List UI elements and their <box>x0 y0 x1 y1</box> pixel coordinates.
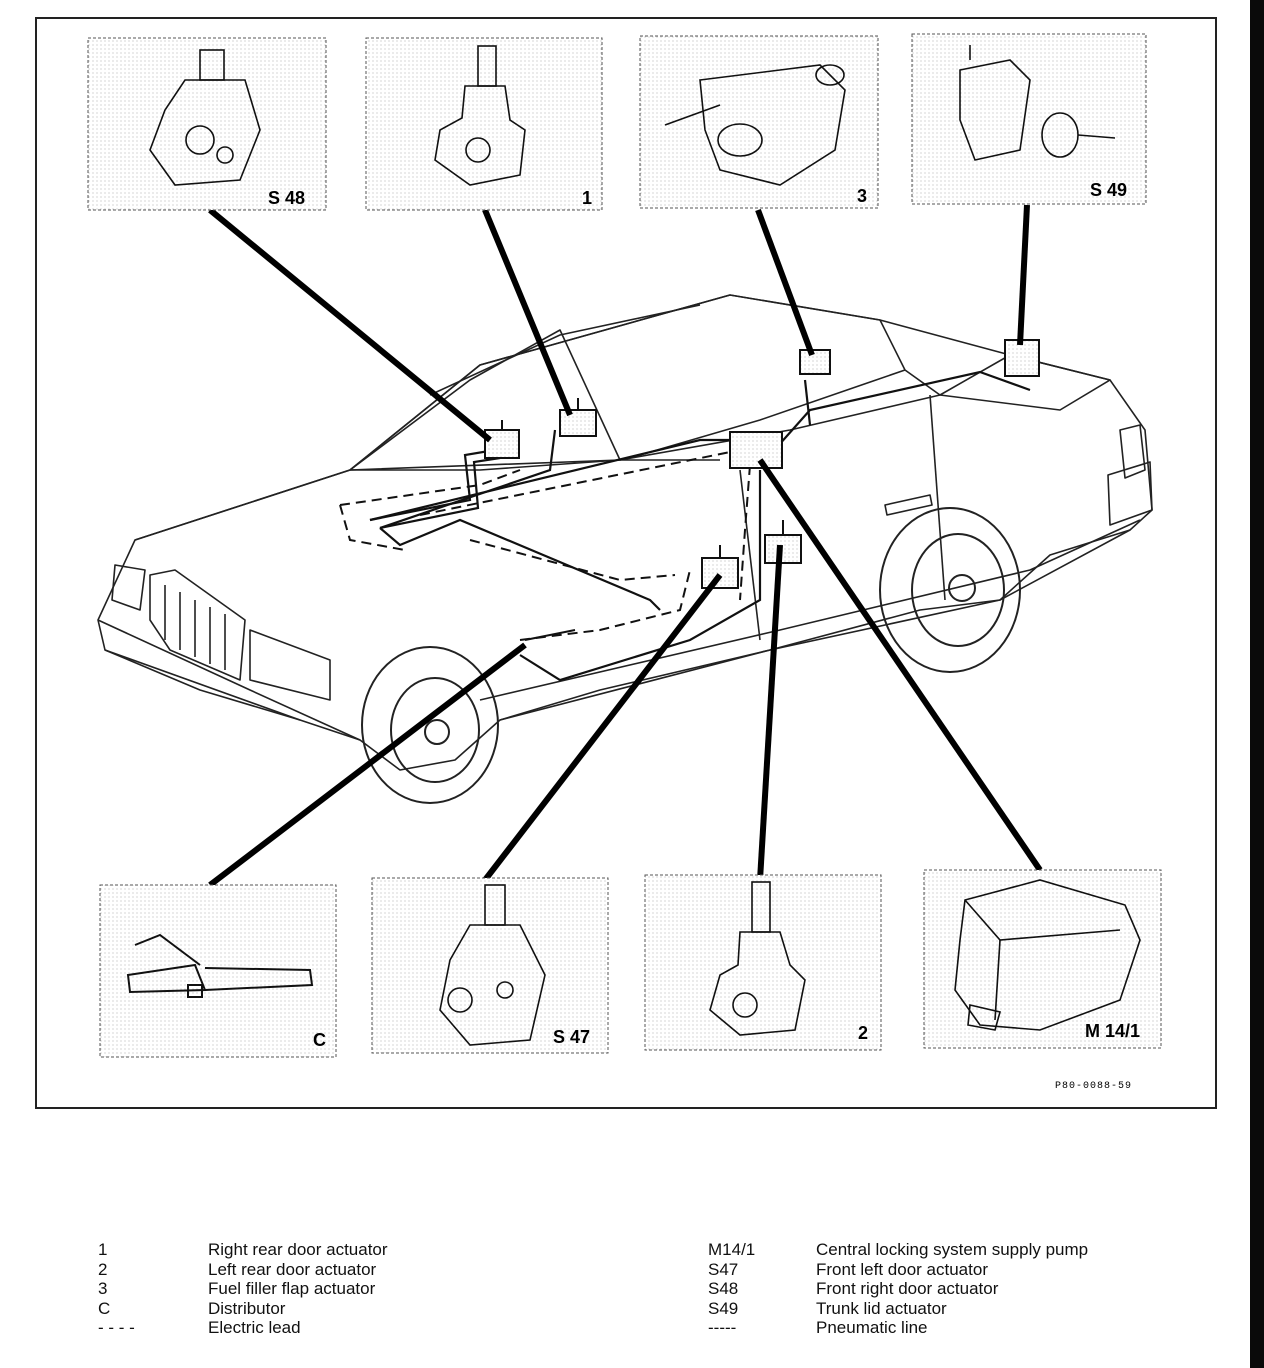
leader-line-2 <box>757 544 783 881</box>
callout-label-s48: S 48 <box>268 188 305 208</box>
actuator-1-on-car <box>559 398 597 437</box>
electric-lead <box>339 449 751 641</box>
callout-box-s47: S 47 <box>371 877 609 1054</box>
legend-description: Front left door actuator <box>816 1259 988 1279</box>
legend-description: Left rear door actuator <box>208 1259 377 1279</box>
leader-line-s49 <box>1017 204 1030 346</box>
legend-row: 3 Fuel filler flap actuator <box>98 1279 388 1299</box>
leader-line-s48 <box>208 207 492 443</box>
legend-row: 2 Left rear door actuator <box>98 1260 388 1280</box>
callout-box-1: 1 <box>365 37 603 211</box>
legend-description: Electric lead <box>208 1318 301 1337</box>
legend-row: 1 Right rear door actuator <box>98 1240 388 1260</box>
central-locking-diagram: S 48 1 3 S 49 <box>87 33 1162 1092</box>
page-edge-bar <box>1250 0 1264 1368</box>
callout-label-s47: S 47 <box>553 1027 590 1047</box>
callout-box-m14: M 14/1 <box>923 869 1162 1049</box>
legend-description: Front right door actuator <box>816 1279 999 1298</box>
legend-row: - - - - Electric lead <box>98 1318 388 1338</box>
legend-description: Distributor <box>208 1298 286 1318</box>
legend-row: M14/1 Central locking system supply pump <box>708 1240 1088 1260</box>
front-wheel <box>361 646 499 804</box>
legend-code: ----- <box>708 1318 737 1337</box>
actuator-s47-on-car <box>701 545 739 589</box>
actuator-3-on-car <box>799 349 831 375</box>
legend-row: S48 Front right door actuator <box>708 1279 1088 1299</box>
callout-box-c: C <box>99 884 337 1058</box>
callout-label-1: 1 <box>582 188 592 208</box>
legend-row: C Distributor <box>98 1299 388 1319</box>
legend-description: Fuel filler flap actuator <box>208 1279 376 1298</box>
legend-row: S49 Trunk lid actuator <box>708 1299 1088 1319</box>
legend-code: S48 <box>708 1279 739 1298</box>
legend-description: Right rear door actuator <box>208 1240 388 1259</box>
legend-code: C <box>98 1298 111 1318</box>
legend-left-column: 1 Right rear door actuator 2 Left rear d… <box>98 1240 388 1338</box>
legend-description: Central locking system supply pump <box>816 1240 1089 1259</box>
legend-code: S49 <box>708 1298 739 1318</box>
leader-line-1 <box>482 208 573 417</box>
leader-lines <box>208 204 1043 888</box>
actuator-s49-on-car <box>1004 339 1040 377</box>
callout-box-s48: S 48 <box>87 37 327 211</box>
legend-row: ----- Pneumatic line <box>708 1318 1088 1338</box>
callout-box-2: 2 <box>644 874 882 1051</box>
callout-label-3: 3 <box>857 186 867 206</box>
distributor-c-on-car <box>524 629 576 641</box>
legend-row: S47 Front left door actuator <box>708 1260 1088 1280</box>
figure-frame <box>35 17 1217 1109</box>
pump-m14-on-car <box>729 431 783 469</box>
actuator-2-on-car <box>764 520 802 564</box>
figure-ref-code: P80-0088-59 <box>1055 1081 1132 1092</box>
callout-label-c: C <box>313 1030 326 1050</box>
callout-label-m14: M 14/1 <box>1085 1021 1140 1041</box>
leader-line-s47 <box>482 573 723 882</box>
legend-code: 2 <box>98 1259 108 1279</box>
legend-description: Pneumatic line <box>816 1318 928 1337</box>
leader-line-3 <box>755 208 815 357</box>
legend-right-column: M14/1 Central locking system supply pump… <box>708 1240 1088 1338</box>
callout-label-2: 2 <box>858 1023 868 1043</box>
callout-box-s49: S 49 <box>911 33 1147 205</box>
legend-description: Trunk lid actuator <box>816 1298 947 1318</box>
actuator-s48-on-car <box>484 420 520 459</box>
legend-code: S47 <box>708 1259 739 1279</box>
leader-line-m14 <box>757 458 1043 872</box>
legend-code: 3 <box>98 1279 108 1298</box>
legend-code: M14/1 <box>708 1240 756 1259</box>
legend-code: 1 <box>98 1240 108 1259</box>
callout-label-s49: S 49 <box>1090 180 1127 200</box>
legend-code: - - - - <box>98 1318 135 1337</box>
pneumatic-line <box>369 370 1031 682</box>
leader-line-c <box>208 642 527 888</box>
callout-box-3: 3 <box>639 35 879 209</box>
rear-wheel <box>879 507 1021 673</box>
